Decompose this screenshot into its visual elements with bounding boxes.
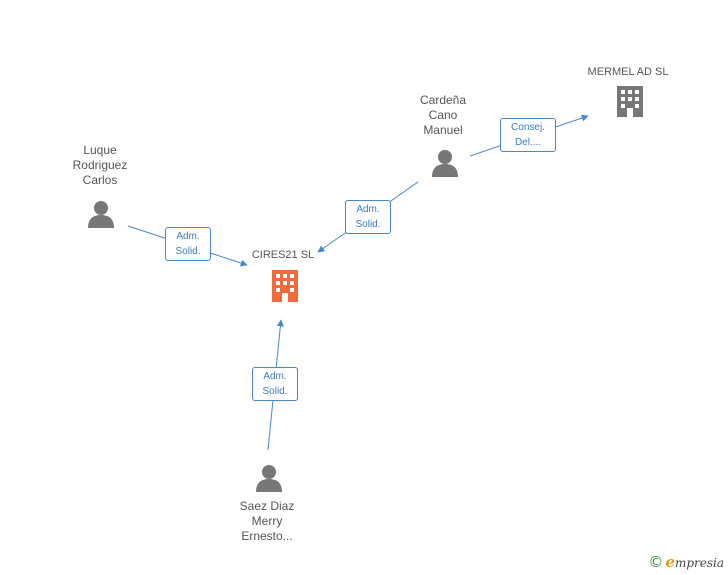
person-icon[interactable] xyxy=(254,463,284,493)
edge-label-cardena-to-main[interactable]: Adm. Solid. xyxy=(345,200,391,234)
company-label-main[interactable]: CIRES21 SL xyxy=(233,248,333,263)
building-icon[interactable] xyxy=(269,268,301,303)
brand-rest: mpresia xyxy=(674,555,724,570)
brand-logo: empresia xyxy=(665,553,724,572)
copyright-icon: © xyxy=(648,553,664,571)
name-line: Rodriguez xyxy=(72,158,128,172)
name-line: Ernesto... xyxy=(241,529,293,543)
edge-role-line: Adm. xyxy=(356,204,380,215)
person-icon[interactable] xyxy=(430,148,460,178)
edge-role-line: Adm. xyxy=(263,371,287,382)
name-line: Cardeña xyxy=(419,93,467,107)
name-line: Saez Diaz xyxy=(239,499,295,513)
edge-role-line: Solid. xyxy=(262,386,288,397)
edge-role-line: Consej. xyxy=(511,122,545,133)
edge-role-line: Solid. xyxy=(175,246,201,257)
name-line: Cano xyxy=(428,108,458,122)
edge-role-line: Adm. xyxy=(176,231,200,242)
person-label-saez[interactable]: Saez Diaz Merry Ernesto... xyxy=(222,499,312,544)
building-icon[interactable] xyxy=(614,84,646,118)
name-line: Carlos xyxy=(82,173,118,187)
edge-label-luque-to-main[interactable]: Adm. Solid. xyxy=(165,227,211,261)
name-line: Luque xyxy=(83,143,117,157)
footer-brand[interactable]: © empresia xyxy=(648,553,724,572)
company-name: CIRES21 SL xyxy=(251,249,315,261)
company-name: MERMEL AD SL xyxy=(587,66,669,78)
person-icon[interactable] xyxy=(86,199,116,229)
edge-label-cardena-to-mermel[interactable]: Consej. Del.... xyxy=(500,118,556,152)
edge-label-saez-to-main[interactable]: Adm. Solid. xyxy=(252,367,298,401)
brand-initial: e xyxy=(665,552,675,571)
company-label-mermel[interactable]: MERMEL AD SL xyxy=(578,65,678,80)
edge-role-line: Solid. xyxy=(355,219,381,230)
person-label-luque[interactable]: Luque Rodriguez Carlos xyxy=(55,143,145,188)
name-line: Merry xyxy=(251,514,283,528)
edge-role-line: Del.... xyxy=(514,137,542,148)
name-line: Manuel xyxy=(423,123,463,137)
person-label-cardena[interactable]: Cardeña Cano Manuel xyxy=(398,93,488,138)
